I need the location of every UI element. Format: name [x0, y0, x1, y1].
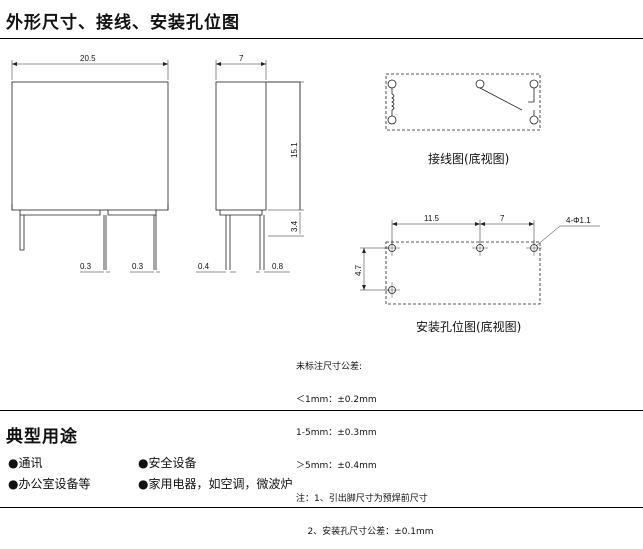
dim-side-pin-a: 0.4	[198, 262, 210, 271]
section-title-dimensions: 外形尺寸、接线、安装孔位图	[6, 13, 240, 33]
wiring-caption: 接线图(底视图)	[428, 152, 510, 166]
application-item: ●办公室设备等	[8, 477, 91, 491]
dim-front-pin-right: 0.3	[132, 262, 144, 271]
side-view	[196, 60, 304, 273]
application-item: ●通讯	[8, 456, 43, 470]
tolerance-notes: 未标注尺寸公差: ＜1mm：±0.2mm 1-5mm：±0.3mm ＞5mm：±…	[296, 340, 434, 549]
dim-side-depth: 7	[239, 54, 244, 63]
mounting-caption: 安装孔位图(底视图)	[416, 320, 522, 334]
divider-bottom	[0, 507, 643, 508]
note-line-3: 1-5mm：±0.3mm	[296, 428, 377, 438]
note-line-6: 2、安装孔尺寸公差：±0.1mm	[296, 527, 434, 537]
section-title-applications: 典型用途	[6, 427, 78, 447]
wiring-diagram	[385, 73, 541, 131]
dim-mount-b: 7	[500, 214, 505, 223]
divider-top	[0, 38, 643, 39]
note-line-4: ＞5mm：±0.4mm	[296, 461, 377, 471]
mounting-diagram	[360, 220, 600, 305]
front-view	[11, 60, 169, 273]
note-line-2: ＜1mm：±0.2mm	[296, 395, 377, 405]
dim-side-pin-b: 0.8	[272, 262, 284, 271]
wiring-contents	[387, 79, 539, 125]
dim-side-pin-length: 3.4	[290, 220, 299, 232]
note-line-5: 注：1、引出脚尺寸为预焊前尺寸	[296, 494, 428, 504]
dimension-drawings: 20.5 0.3 0.3 7 15.1 3.4 0.4 0.8 11.5 7 4…	[11, 54, 600, 305]
application-item: ●安全设备	[138, 456, 197, 470]
dim-front-pin-left: 0.3	[80, 262, 92, 271]
dim-mount-c: 4.7	[354, 264, 363, 276]
note-line-1: 未标注尺寸公差:	[296, 362, 363, 372]
dim-front-width: 20.5	[80, 54, 96, 63]
divider-middle	[0, 410, 643, 411]
dim-hole-label: 4-Φ1.1	[566, 216, 591, 225]
application-item: ●家用电器，如空调，微波炉	[138, 477, 293, 491]
dim-mount-a: 11.5	[424, 214, 440, 223]
dim-side-height: 15.1	[290, 142, 299, 158]
